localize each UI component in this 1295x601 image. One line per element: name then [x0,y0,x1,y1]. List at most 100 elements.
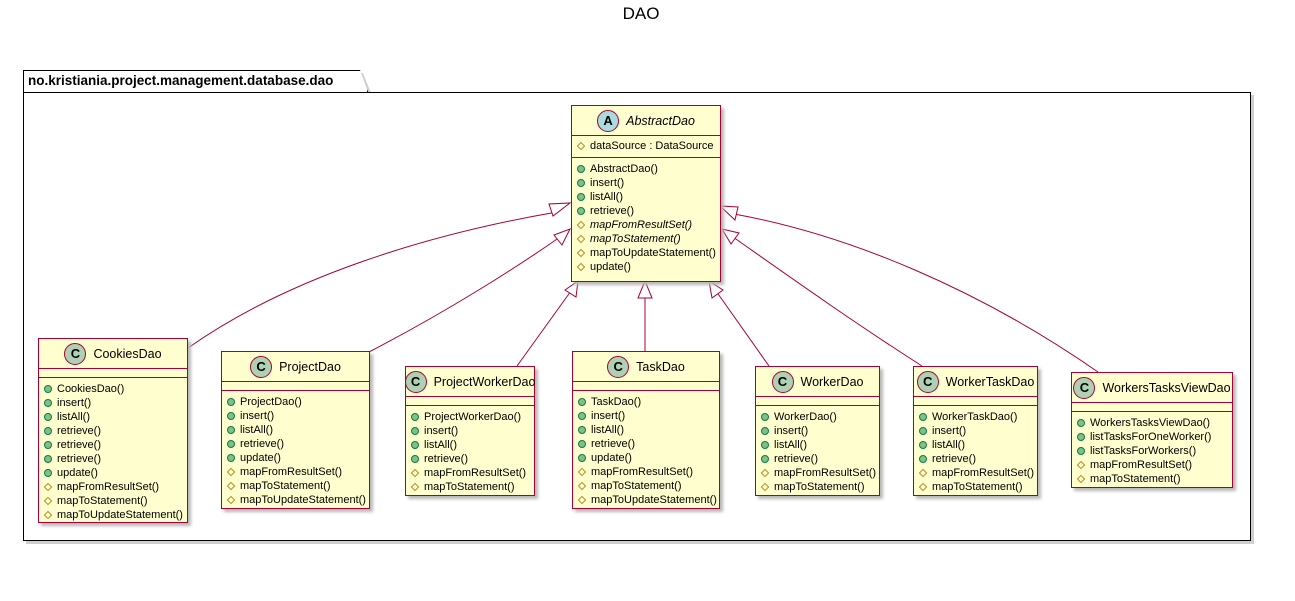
protected-visibility-icon [577,481,587,491]
public-visibility-icon [761,427,769,435]
method-row: listAll() [411,438,529,452]
class-project-dao[interactable]: C ProjectDao ProjectDao() insert() listA… [221,351,370,509]
class-name: CookiesDao [93,346,162,361]
method-row: listAll() [578,423,714,437]
edge-workers-tasks-view-dao [733,213,1099,373]
protected-visibility-icon [576,234,586,244]
protected-visibility-icon [226,481,236,491]
class-abstract-dao[interactable]: A AbstractDao dataSource : DataSource Ab… [571,105,721,282]
public-visibility-icon [578,440,586,448]
method-row: ProjectWorkerDao() [411,410,529,424]
class-methods: WorkerDao() insert() listAll() retrieve(… [756,406,879,498]
method-row: update() [44,466,182,480]
class-cookies-dao[interactable]: C CookiesDao CookiesDao() insert() listA… [38,338,188,523]
method-row: mapFromResultSet() [760,466,876,480]
method-row: TaskDao() [578,395,714,409]
method-row: update() [576,260,715,274]
class-methods: WorkersTasksViewDao() listTasksForOneWor… [1072,412,1232,490]
method-row: mapToStatement() [410,480,529,494]
protected-visibility-icon [226,467,236,477]
public-visibility-icon [1077,419,1085,427]
method-row: mapFromResultSet() [410,466,529,480]
class-fields [222,382,369,391]
public-visibility-icon [44,469,52,477]
arrow-project-dao [553,228,572,246]
class-header: C WorkerDao [756,367,879,397]
method-row: listAll() [227,423,364,437]
class-worker-task-dao[interactable]: C WorkerTaskDao WorkerTaskDao() insert()… [913,366,1038,496]
method-row: listTasksForOneWorker() [1077,430,1227,444]
public-visibility-icon [578,412,586,420]
protected-visibility-icon [43,496,53,506]
method-row: WorkersTasksViewDao() [1077,416,1227,430]
public-visibility-icon [411,427,419,435]
class-workers-tasks-view-dao[interactable]: C WorkersTasksViewDao WorkersTasksViewDa… [1071,372,1233,488]
public-visibility-icon [44,385,52,393]
public-visibility-icon [227,412,235,420]
public-visibility-icon [761,413,769,421]
public-visibility-icon [411,455,419,463]
public-visibility-icon [227,440,235,448]
edge-project-worker-dao [516,290,572,367]
class-methods: ProjectWorkerDao() insert() listAll() re… [406,406,534,498]
class-name: WorkerTaskDao [945,374,1035,389]
protected-visibility-icon [576,248,586,258]
protected-visibility-icon [43,482,53,492]
edge-project-dao [368,236,561,353]
method-row: insert() [411,424,529,438]
class-header: C WorkersTasksViewDao [1072,373,1232,403]
public-visibility-icon [1077,447,1085,455]
method-row: mapToUpdateStatement() [226,493,366,507]
public-visibility-icon [919,427,927,435]
class-name: AbstractDao [626,113,695,128]
protected-visibility-icon [576,141,586,151]
protected-visibility-icon [43,510,53,520]
method-row: retrieve() [411,452,529,466]
class-methods: CookiesDao() insert() listAll() retrieve… [39,378,187,526]
class-fields [914,397,1037,406]
public-visibility-icon [578,398,586,406]
field-row: dataSource : DataSource [576,139,715,153]
protected-visibility-icon [410,482,420,492]
method-row: insert() [919,424,1032,438]
method-row: insert() [577,176,715,190]
method-row: listAll() [44,410,182,424]
method-row: mapFromResultSet() [226,465,364,479]
class-name: WorkerDao [800,374,864,389]
public-visibility-icon [1077,433,1085,441]
class-worker-dao[interactable]: C WorkerDao WorkerDao() insert() listAll… [755,366,880,496]
method-row: listAll() [919,438,1032,452]
public-visibility-icon [44,399,52,407]
method-row: AbstractDao() [577,162,715,176]
arrow-project-worker-dao [564,279,579,298]
public-visibility-icon [411,413,419,421]
class-name: ProjectWorkerDao [433,374,536,389]
method-row: retrieve() [44,452,182,466]
method-row: retrieve() [761,452,874,466]
method-row: listTasksForWorkers() [1077,444,1227,458]
class-task-dao[interactable]: C TaskDao TaskDao() insert() listAll() r… [572,351,720,509]
public-visibility-icon [44,441,52,449]
package-name: no.kristiania.project.management.databas… [28,73,334,88]
public-visibility-icon [44,427,52,435]
protected-visibility-icon [760,468,770,478]
class-fields [1072,403,1232,412]
method-row: insert() [578,409,714,423]
method-row: mapToStatement() [576,232,715,246]
class-methods: WorkerTaskDao() insert() listAll() retri… [914,406,1037,498]
public-visibility-icon [44,455,52,463]
class-project-worker-dao[interactable]: C ProjectWorkerDao ProjectWorkerDao() in… [404,366,536,498]
method-row: mapToStatement() [43,494,182,508]
protected-visibility-icon [1076,460,1086,470]
method-row: mapToStatement() [760,480,874,494]
public-visibility-icon [44,413,52,421]
class-icon: C [250,355,273,378]
method-row: retrieve() [44,424,182,438]
class-header: C ProjectDao [222,352,369,382]
abstract-class-icon: A [597,109,620,132]
class-name: ProjectDao [279,359,341,374]
protected-visibility-icon [918,482,928,492]
class-icon: C [64,342,87,365]
public-visibility-icon [578,426,586,434]
